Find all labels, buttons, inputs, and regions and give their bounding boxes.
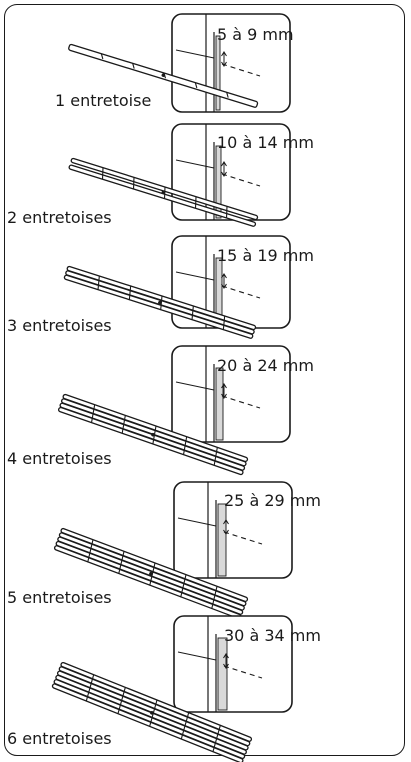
spacer-tick — [117, 687, 126, 715]
spacer-tick — [97, 275, 100, 291]
spacer-tick — [225, 206, 228, 218]
spacer-marker-dot — [161, 73, 166, 77]
spacer-count-label-5: 5 entretoises — [7, 588, 114, 607]
dim-arrow-head-up-1 — [221, 51, 227, 57]
dim-arrow-head-down-5 — [223, 529, 229, 535]
gap-strip-4 — [215, 367, 224, 441]
wall-edge-5 — [177, 517, 217, 527]
spacer-stack-6 — [51, 661, 253, 762]
spacer-stack-5 — [53, 527, 249, 620]
spacer-tick — [132, 177, 135, 189]
spacer-tick — [180, 574, 187, 598]
spacer-count-label-4: 4 entretoises — [7, 449, 114, 468]
spacer-tick — [212, 725, 221, 753]
dim-arrow-head-down-3 — [221, 283, 227, 289]
spacer-tick — [191, 305, 194, 321]
dash-line-2 — [221, 173, 261, 187]
wall-edge-6 — [177, 651, 217, 661]
gap-strip-6 — [217, 637, 228, 711]
detail-box-5 — [173, 481, 293, 579]
spacer-tick — [222, 315, 226, 331]
spacer-bar — [51, 683, 244, 762]
spacer-tick — [128, 285, 132, 301]
spacer-count-label-1: 1 entretoise — [55, 91, 154, 110]
spacer-tick — [85, 674, 95, 702]
gap-range-1: 5 à 9 mm — [217, 25, 294, 44]
gap-range-5: 25 à 29 mm — [224, 491, 321, 510]
spacer-marker-dot — [158, 300, 162, 305]
spacer-tick — [121, 415, 126, 434]
spacer-bar — [63, 274, 254, 339]
spacer-count-label-3: 3 entretoises — [7, 316, 114, 335]
dim-arrow-head-up-4 — [221, 383, 227, 389]
gap-range-3: 15 à 19 mm — [217, 246, 314, 265]
dash-line-1 — [221, 63, 261, 77]
dash-line-6 — [223, 665, 263, 679]
dim-arrow-head-up-3 — [221, 273, 227, 279]
dim-arrow-head-down-2 — [221, 171, 227, 177]
spacer-tick — [118, 551, 125, 575]
gap-strip-5 — [217, 503, 227, 577]
dim-arrow-head-up-2 — [221, 161, 227, 167]
spacer-marker-dot — [149, 571, 153, 576]
dim-arrow-head-down-6 — [223, 663, 229, 669]
spacer-stack-2 — [68, 157, 259, 227]
dim-arrow-head-up-6 — [223, 653, 229, 659]
wall-edge-3 — [175, 271, 215, 281]
detail-box-2 — [171, 123, 291, 221]
gap-range-2: 10 à 14 mm — [217, 133, 314, 152]
diagram-frame — [4, 4, 405, 756]
spacer-tick — [194, 196, 197, 209]
spacer-count-label-2: 2 entretoises — [7, 208, 114, 227]
spacer-tick — [213, 447, 218, 466]
spacer-marker-dot — [161, 190, 166, 195]
gap-range-6: 30 à 34 mm — [224, 626, 321, 645]
spacer-tick — [182, 436, 188, 456]
dash-line-3 — [221, 285, 261, 299]
spacer-tick — [87, 539, 94, 563]
spacer-tick — [100, 53, 104, 60]
dim-arrow-head-down-4 — [221, 393, 227, 399]
spacer-tick — [90, 404, 96, 424]
spacer-marker-dot — [150, 711, 154, 715]
gap-strip-1 — [215, 35, 221, 111]
spacer-stack-4 — [57, 393, 249, 476]
detail-box-6 — [173, 615, 293, 713]
dim-arrow-head-up-5 — [223, 519, 229, 525]
detail-box-4 — [171, 345, 291, 443]
wall-edge-2 — [175, 159, 215, 169]
spacer-tick — [101, 167, 104, 180]
spacer-tick — [194, 82, 198, 89]
spacer-stack-1 — [68, 43, 259, 108]
wall-edge-4 — [175, 381, 215, 391]
dash-line-5 — [223, 531, 263, 545]
spacer-bar — [57, 406, 244, 476]
spacer-marker-dot — [151, 432, 155, 437]
wall-edge-1 — [175, 49, 215, 59]
spacer-tick — [211, 586, 218, 610]
spacer-tick — [180, 712, 190, 740]
spacer-tick — [132, 63, 135, 69]
dim-arrow-head-down-1 — [221, 61, 227, 67]
spacer-tick — [226, 92, 229, 98]
gap-strip-2 — [215, 145, 222, 219]
spacer-stack-3 — [63, 265, 257, 339]
spacer-count-label-6: 6 entretoises — [7, 729, 114, 748]
gap-range-4: 20 à 24 mm — [217, 356, 314, 375]
dash-line-4 — [221, 395, 261, 409]
